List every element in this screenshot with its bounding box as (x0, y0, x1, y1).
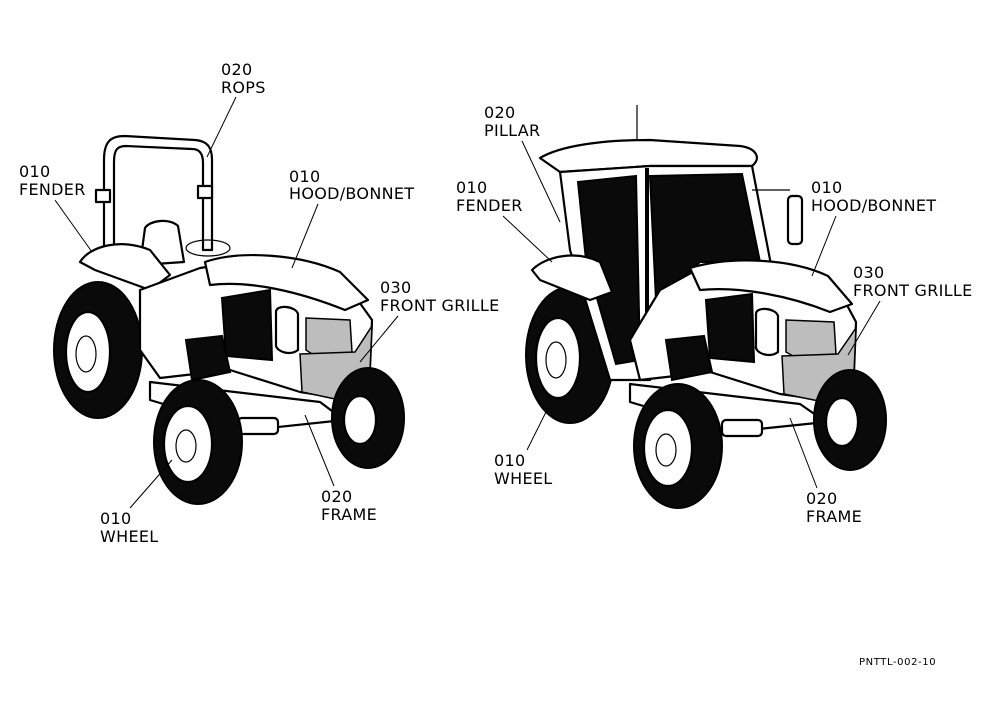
label-hood-bonnet: 010 HOOD/BONNET (811, 178, 936, 277)
label-frame: 020 FRAME (304, 414, 377, 524)
label-code: 020 (806, 489, 837, 508)
leader-line (847, 300, 881, 356)
label-name: WHEEL (494, 469, 552, 488)
part-number: PNTTL-002-10 (859, 657, 936, 668)
leader-line (129, 459, 173, 509)
label-name: PILLAR (484, 121, 540, 140)
label-fender: 010 FENDER (456, 178, 553, 263)
label-front-grille: 030 FRONT GRILLE (359, 278, 500, 363)
label-name: FRAME (806, 507, 862, 526)
label-pillar: 020 PILLAR (484, 103, 561, 223)
leader-line (304, 414, 335, 487)
label-name: FENDER (19, 180, 86, 199)
leader-line (206, 96, 237, 158)
label-rops: 020 ROPS (206, 60, 266, 158)
label-name: FENDER (456, 196, 523, 215)
label-code: 020 (221, 60, 252, 79)
label-name: WHEEL (100, 527, 158, 546)
label-wheel: 010 WHEEL (100, 459, 173, 546)
label-code: 030 (853, 263, 884, 282)
label-code: 030 (380, 278, 411, 297)
leader-line (291, 203, 319, 269)
leader-line (502, 215, 553, 263)
label-name: ROPS (221, 78, 266, 97)
leader-line (526, 407, 549, 451)
leader-line (359, 315, 399, 363)
label-wheel: 010 WHEEL (494, 407, 552, 488)
label-name: HOOD/BONNET (289, 184, 414, 203)
label-name: FRAME (321, 505, 377, 524)
leader-line (811, 215, 837, 277)
label-fender: 010 FENDER (19, 162, 93, 253)
label-code: 010 (100, 509, 131, 528)
label-front-grille: 030 FRONT GRILLE (847, 263, 973, 356)
label-frame: 020 FRAME (789, 417, 862, 526)
leader-line (521, 140, 561, 223)
label-code: 020 (484, 103, 515, 122)
label-code: 010 (494, 451, 525, 470)
label-code: 010 (811, 178, 842, 197)
label-name: FRONT GRILLE (853, 281, 973, 300)
label-code: 010 (456, 178, 487, 197)
leader-line (789, 417, 818, 489)
leader-line (54, 199, 93, 253)
label-hood-bonnet: 010 HOOD/BONNET (289, 167, 414, 269)
label-code: 020 (321, 487, 352, 506)
cab-tractor-illustration (525, 105, 887, 509)
rops-tractor-illustration (53, 134, 405, 505)
label-code: 010 (19, 162, 50, 181)
label-name: FRONT GRILLE (380, 296, 500, 315)
label-name: HOOD/BONNET (811, 196, 936, 215)
label-code: 010 (289, 167, 320, 186)
